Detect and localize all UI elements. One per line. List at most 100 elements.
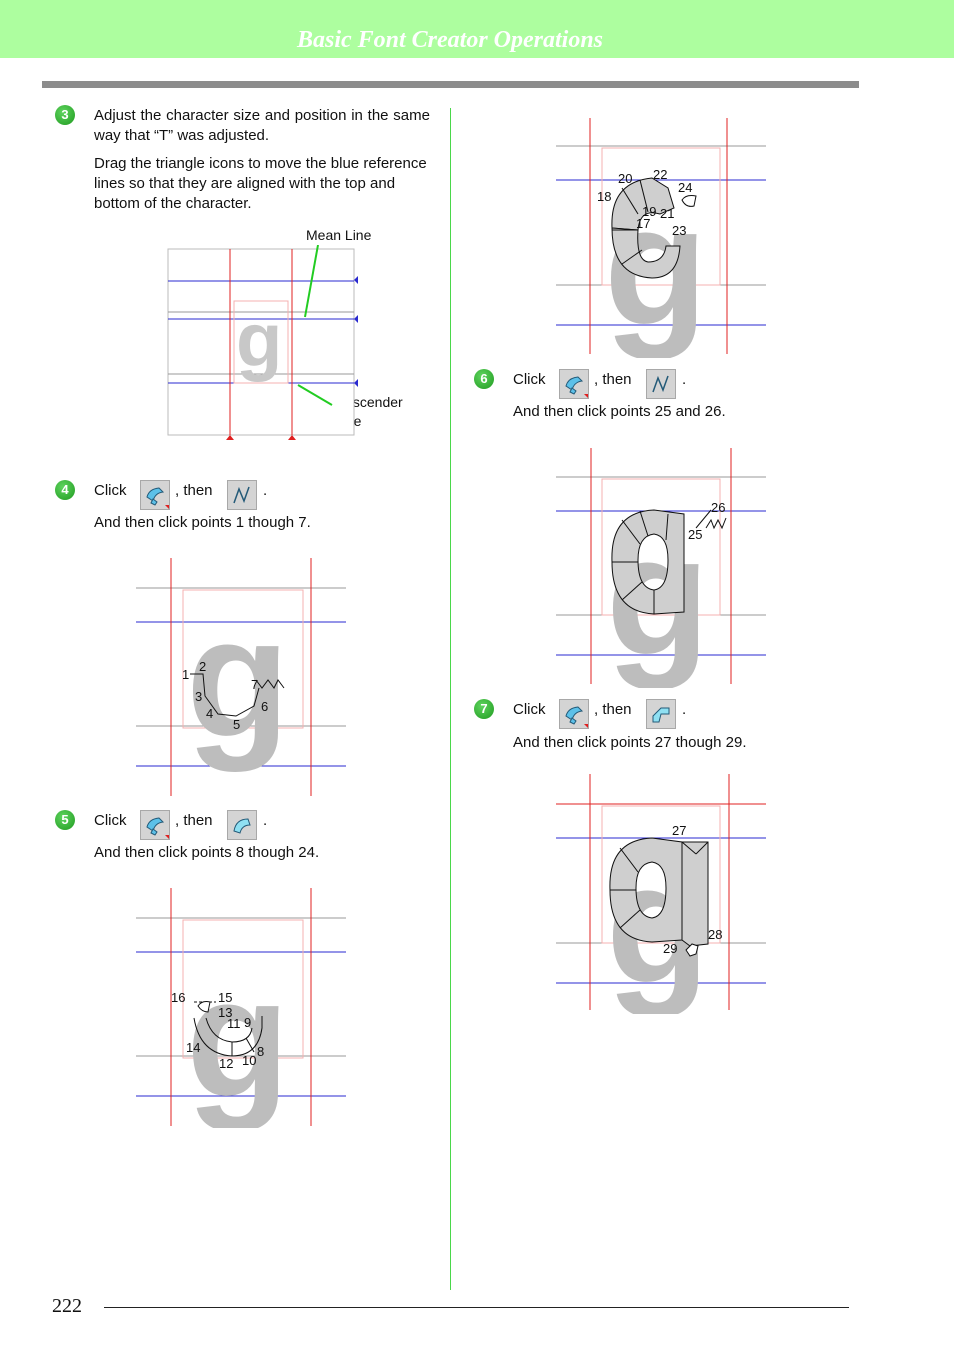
step-4-detail: And then click points 1 though 7. [94,514,311,531]
triangle-handle-descender[interactable] [354,379,358,387]
glyph-box [601,478,721,616]
outline-path [190,673,260,717]
point-15: 15 [218,990,232,1005]
step-5-then: , then [175,812,213,829]
step-4-click: Click [94,482,127,499]
step-3-badge: 3 [55,105,75,125]
step-7-detail: And then click points 27 though 29. [513,734,747,751]
segment-line [621,519,641,545]
step-4-figure: g 1 2 3 4 5 6 7 [136,558,346,796]
segment-line [621,249,643,265]
step-6-detail: And then click points 25 and 26. [513,403,726,420]
straight-line-tool-button[interactable] [646,369,676,399]
header-bar: Basic Font Creator Operations [0,0,954,58]
point-11: 11 [227,1016,241,1031]
point-12: 12 [219,1056,233,1071]
point-6: 6 [261,699,268,714]
point-25: 25 [688,527,702,542]
drawn-line [695,509,712,529]
step-5-detail: And then click points 8 though 24. [94,844,320,861]
glyph-box [601,805,721,944]
point-22: 22 [653,167,667,182]
straight-line-cursor [705,517,727,530]
step-3-text-1: Adjust the character size and position i… [94,107,430,144]
sewing-type-button[interactable] [559,699,589,729]
section-band [42,81,859,88]
step-7-figure: g 27 28 29 [556,774,766,1014]
segment-line [621,187,639,215]
descender-callout-line [297,384,333,406]
glyph-g: g [186,943,290,1128]
step-7-period: . [682,701,687,718]
point-27: 27 [672,823,686,838]
segment-line [245,1037,255,1053]
point-24: 24 [678,180,692,195]
stitch-direction-icon [565,706,588,728]
point-4: 4 [206,706,213,721]
point-3: 3 [195,689,202,704]
point-16: 16 [171,990,185,1005]
point-9: 9 [244,1015,251,1030]
point-5: 5 [233,717,240,732]
point-10: 10 [242,1053,256,1068]
curve-cursor-icon [681,195,697,207]
stitch-direction-icon [146,817,169,839]
step-4-then: , then [175,482,213,499]
segment-line [681,841,697,855]
step-3-figure: g [167,245,358,440]
step-6-figure: g 26 25 [556,448,766,688]
segment-line [665,513,669,541]
point-29: 29 [663,941,677,956]
filled-stem [681,841,709,947]
page-number: 222 [52,1295,82,1317]
glyph-box [601,147,721,286]
step-5-click: Click [94,812,127,829]
step-5-badge: 5 [55,810,75,830]
point-28: 28 [708,927,722,942]
straight-line-tool-button[interactable] [227,480,257,510]
straight-line-tool-icon [652,375,669,393]
step-5-period: . [263,812,268,829]
sewing-type-button[interactable] [140,810,170,840]
straight-line-tool-icon [233,486,250,504]
corner-tool-button[interactable] [646,699,676,729]
step-6-click: Click [513,371,546,388]
point-17: 17 [636,216,650,231]
curve-line-tool-button[interactable] [227,810,257,840]
filled-bowl [611,227,681,279]
points-17-24-figure: g 18 20 22 24 19 21 17 23 [556,118,766,358]
segment-line [621,581,643,601]
footer-rule [104,1307,849,1308]
curve-line-tool-icon [233,818,251,834]
step-7-then: , then [594,701,632,718]
point-8: 8 [257,1044,264,1059]
triangle-handle-mean[interactable] [354,315,358,323]
point-26: 26 [711,500,725,515]
point-21: 21 [660,206,674,221]
step-4-badge: 4 [55,480,75,500]
canvas-frame [167,248,355,436]
point-14: 14 [186,1040,200,1055]
triangle-handle-left[interactable] [226,435,234,440]
point-2: 2 [199,659,206,674]
sewing-type-button[interactable] [140,480,170,510]
mean-line-label: Mean Line [306,227,372,243]
segment-line [695,841,709,855]
segment-line [639,510,649,537]
triangle-handle-top[interactable] [354,276,358,284]
corner-tool-icon [652,707,670,723]
sewing-type-button[interactable] [559,369,589,399]
point-18: 18 [597,189,611,204]
step-3-text-2: Drag the triangle icons to move the blue… [94,155,427,212]
step-4-period: . [263,482,268,499]
filled-arc [611,177,675,231]
step-6-then: , then [594,371,632,388]
glyph-box [182,919,304,1059]
point-13: 13 [218,1005,232,1020]
point-23: 23 [672,223,686,238]
step-6-period: . [682,371,687,388]
triangle-handle-right[interactable] [288,435,296,440]
point-19: 19 [642,204,656,219]
corner-cursor-icon [685,943,699,957]
glyph-g: g [186,583,290,773]
